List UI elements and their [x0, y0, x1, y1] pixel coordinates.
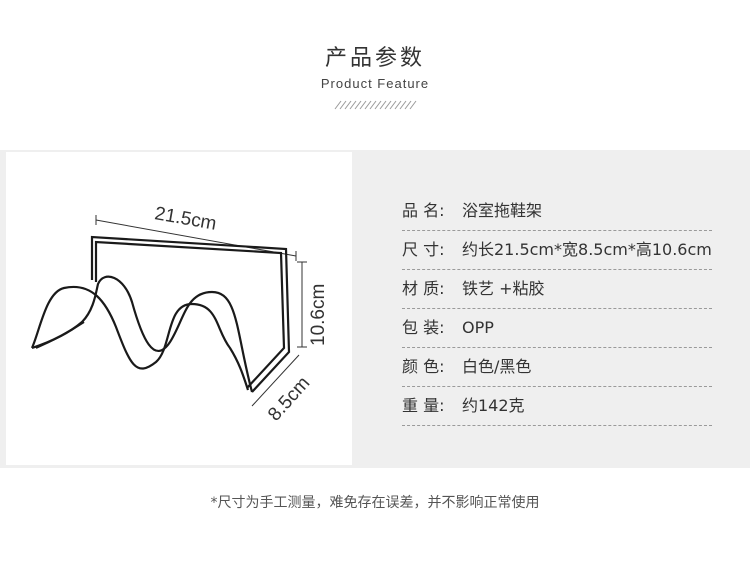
- spec-value: 浴室拖鞋架: [462, 201, 543, 220]
- spec-label: 品 名:: [402, 201, 445, 220]
- spec-value: OPP: [462, 318, 494, 337]
- slipper-rack-illustration: 21.5cm 10.6cm 8.5cm: [30, 203, 329, 426]
- dim-width-label: 21.5cm: [153, 203, 218, 235]
- spec-value: 约长21.5cm*宽8.5cm*高10.6cm: [462, 240, 712, 259]
- spec-label: 包 装:: [402, 318, 445, 337]
- product-image-panel: 21.5cm 10.6cm 8.5cm: [6, 152, 352, 465]
- page-subtitle: Product Feature: [320, 76, 430, 91]
- spec-row-size: 尺 寸: 约长21.5cm*宽8.5cm*高10.6cm: [402, 231, 712, 270]
- spec-list: 品 名: 浴室拖鞋架 尺 寸: 约长21.5cm*宽8.5cm*高10.6cm 材 …: [402, 192, 712, 426]
- spec-value: 约142克: [462, 396, 525, 415]
- dim-depth-label: 8.5cm: [264, 373, 314, 426]
- spec-row-material: 材 质: 铁艺 +粘胶: [402, 270, 712, 309]
- hatch-decoration: [334, 100, 417, 110]
- dim-height-label: 10.6cm: [308, 284, 329, 346]
- spec-value: 白色/黑色: [462, 357, 532, 376]
- spec-label: 颜 色:: [402, 357, 445, 376]
- spec-value: 铁艺 +粘胶: [462, 279, 545, 298]
- page-title: 产品参数: [324, 46, 425, 71]
- spec-label: 材 质:: [402, 279, 445, 298]
- spec-row-color: 颜 色: 白色/黑色: [402, 348, 712, 387]
- spec-label: 重 量:: [402, 396, 445, 415]
- measurement-footnote: *尺寸为手工测量，难免存在误差，并不影响正常使用: [210, 495, 540, 511]
- spec-row-weight: 重 量: 约142克: [402, 387, 712, 426]
- spec-label: 尺 寸:: [402, 240, 445, 259]
- spec-row-packaging: 包 装: OPP: [402, 309, 712, 348]
- spec-row-name: 品 名: 浴室拖鞋架: [402, 192, 712, 231]
